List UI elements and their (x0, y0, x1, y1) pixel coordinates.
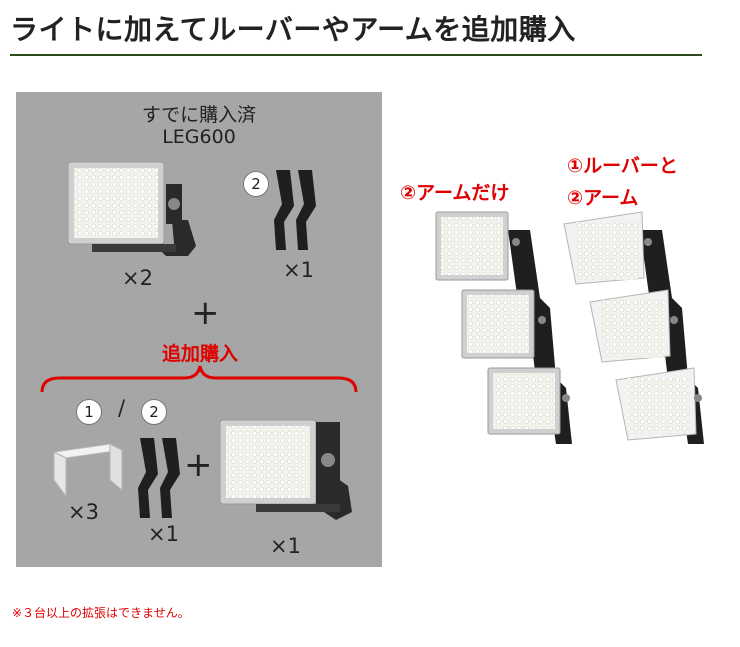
plus-sign-bottom: + (184, 445, 213, 485)
badge-arm-add: 2 (141, 399, 167, 425)
louver-arm-label-line1: ①ルーバーと (567, 155, 678, 177)
new-light-quantity: ×1 (270, 534, 301, 558)
arm-only-label: ②アームだけ (400, 182, 510, 204)
arm-bracket-add-image (138, 438, 180, 518)
add-purchase-label: 追加購入 (162, 343, 239, 365)
louver-quantity: ×3 (68, 500, 99, 524)
arm-add-quantity: ×1 (148, 522, 179, 546)
floodlight-image (67, 161, 196, 256)
model-label: LEG600 (162, 126, 236, 148)
purchased-label: すでに購入済 (141, 104, 257, 126)
page-title: ライトに加えてルーバーやアームを追加購入 (10, 13, 576, 46)
light-quantity: ×2 (122, 266, 153, 290)
floodlight-add-image (219, 419, 352, 520)
arm-quantity: ×1 (283, 258, 314, 282)
stacked-floodlights-arm-image (435, 211, 572, 444)
badge-separator: / (118, 396, 126, 420)
badge-louver: 1 (76, 399, 102, 425)
title-underline (10, 54, 702, 56)
curly-brace (40, 365, 358, 393)
louver-arm-label-line2: ②アーム (567, 187, 639, 209)
stacked-floodlights-louver-arm-image (563, 211, 704, 444)
louver-image (52, 443, 124, 498)
plus-sign-top: + (191, 293, 220, 333)
expansion-note: ※３台以上の拡張はできません。 (12, 606, 190, 620)
arm-bracket-image (274, 170, 316, 250)
badge-arm: 2 (243, 171, 269, 197)
